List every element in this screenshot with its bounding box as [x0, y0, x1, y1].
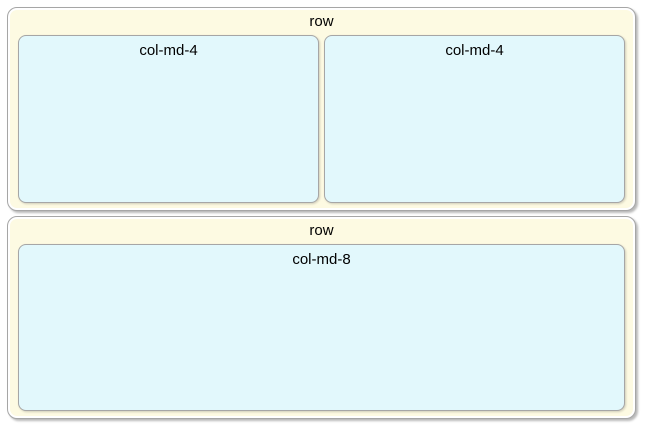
grid-row-1-background: row col-md-4 col-md-4 — [10, 10, 633, 208]
row-label: row — [309, 222, 334, 239]
grid-row-1-columns: col-md-4 col-md-4 — [18, 35, 625, 203]
column-col-md-4-first: col-md-4 — [18, 35, 319, 203]
column-col-md-4-second: col-md-4 — [324, 35, 625, 203]
grid-row-2: row col-md-8 — [7, 216, 636, 419]
grid-row-2-columns: col-md-8 — [18, 244, 625, 411]
grid-row-2-background: row col-md-8 — [10, 219, 633, 416]
row-label: row — [309, 13, 334, 30]
grid-row-1: row col-md-4 col-md-4 — [7, 7, 636, 211]
column-col-md-8: col-md-8 — [18, 244, 625, 411]
